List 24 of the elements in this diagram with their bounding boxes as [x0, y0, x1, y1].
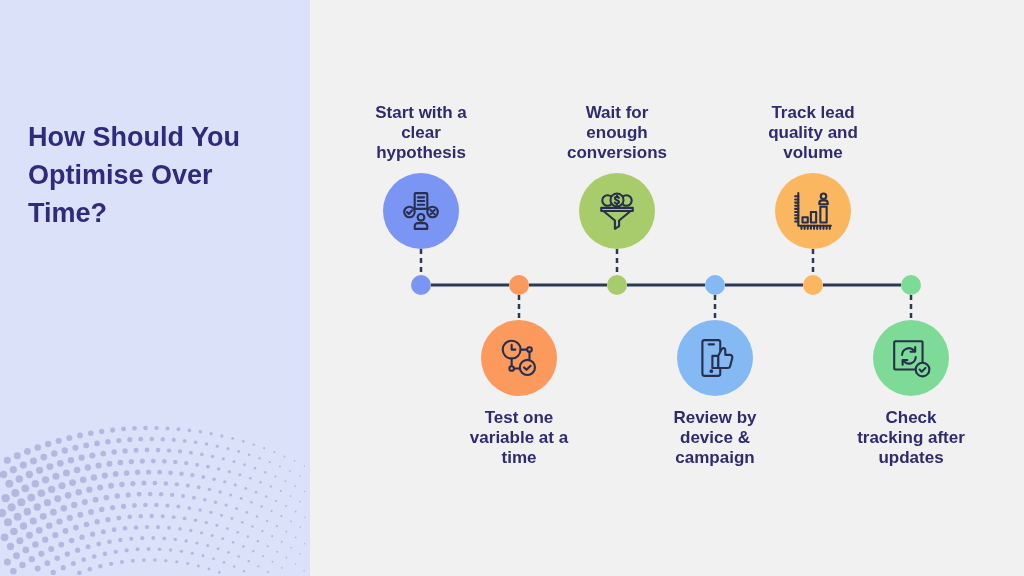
step-label: Wait for enough conversions: [565, 103, 669, 163]
timeline-dot: [509, 275, 529, 295]
timeline-line: [725, 283, 803, 287]
dashed-connector: [615, 249, 619, 275]
dashed-connector: [419, 249, 423, 275]
timeline-line: [627, 283, 705, 287]
step-label: Check tracking after updates: [856, 408, 966, 468]
dashed-connector: [517, 295, 521, 320]
heading: How Should You Optimise Over Time?: [28, 121, 241, 230]
dashed-connector: [909, 295, 913, 320]
timeline-line: [431, 283, 509, 287]
timeline-dot: [705, 275, 725, 295]
timeline-dot: [411, 275, 431, 295]
timeline-line: [529, 283, 607, 287]
step-label: Review by device & campaign: [672, 408, 758, 468]
timeline-line: [823, 283, 901, 287]
step-label: Test one variable at a time: [468, 408, 570, 468]
dashed-connector: [811, 249, 815, 275]
step-label: Track lead quality and volume: [767, 103, 859, 163]
step-label: Start with a clear hypothesis: [374, 103, 468, 163]
dashed-connector: [713, 295, 717, 320]
timeline-dot: [607, 275, 627, 295]
timeline-dot: [803, 275, 823, 295]
timeline-dot: [901, 275, 921, 295]
